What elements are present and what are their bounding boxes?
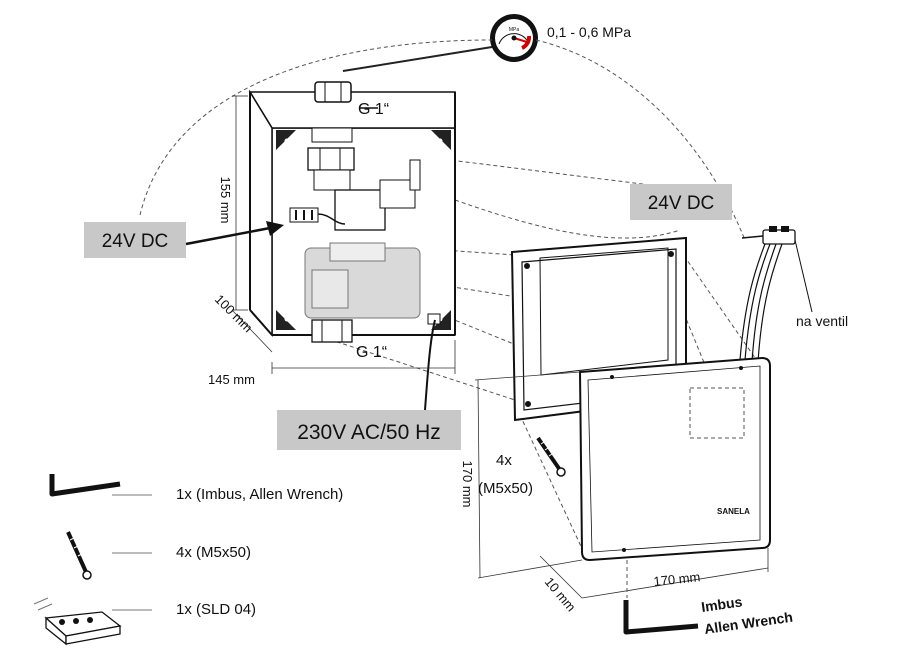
valve-label: na ventil xyxy=(796,313,848,329)
power-left-callout-bg xyxy=(84,222,186,258)
power-right-callout: 24V DC xyxy=(648,193,715,214)
cover-height-label: 170 mm xyxy=(460,461,475,508)
cover-screws-line1: 4x xyxy=(496,452,512,469)
gauge-dial-text: MPa xyxy=(509,27,520,33)
brand-logo: SANELA xyxy=(717,507,750,516)
power-right-callout-bg xyxy=(630,184,732,220)
cover-depth-label: 10 mm xyxy=(542,574,579,614)
thread-bottom-label: G 1“ xyxy=(356,344,387,361)
terminal-block-icon xyxy=(33,597,122,646)
power-left-callout: 24V DC xyxy=(102,231,169,252)
part-label-wrench: 1x (Imbus, Allen Wrench) xyxy=(176,486,343,503)
cover-screws-line2: (M5x50) xyxy=(478,480,533,497)
screw-icon xyxy=(536,436,566,477)
pressure-range-label: 0,1 - 0,6 MPa xyxy=(547,24,631,40)
allen-wrench-icon xyxy=(49,474,121,497)
control-box xyxy=(248,81,456,343)
thread-top-label: G 1“ xyxy=(358,101,389,118)
box-height-label: 155 mm xyxy=(218,177,233,224)
box-width-label: 145 mm xyxy=(208,372,255,387)
valve-connector-icon xyxy=(739,226,813,363)
mains-callout: 230V AC/50 Hz xyxy=(297,421,441,444)
part-label-screws: 4x (M5x50) xyxy=(176,544,251,561)
wrench-label-line1: Imbus xyxy=(700,593,743,615)
allen-wrench-icon xyxy=(623,600,699,635)
part-label-terminal: 1x (SLD 04) xyxy=(176,601,256,618)
pressure-gauge-icon: MPa xyxy=(490,14,538,62)
mains-callout-bg xyxy=(277,410,461,450)
screw-icon xyxy=(66,531,92,580)
cover-width-label: 170 mm xyxy=(653,569,701,589)
parts-list: 1x (Imbus, Allen Wrench) 4x (M5x50) 1x (… xyxy=(33,474,343,646)
front-cover: SANELA xyxy=(578,356,771,562)
